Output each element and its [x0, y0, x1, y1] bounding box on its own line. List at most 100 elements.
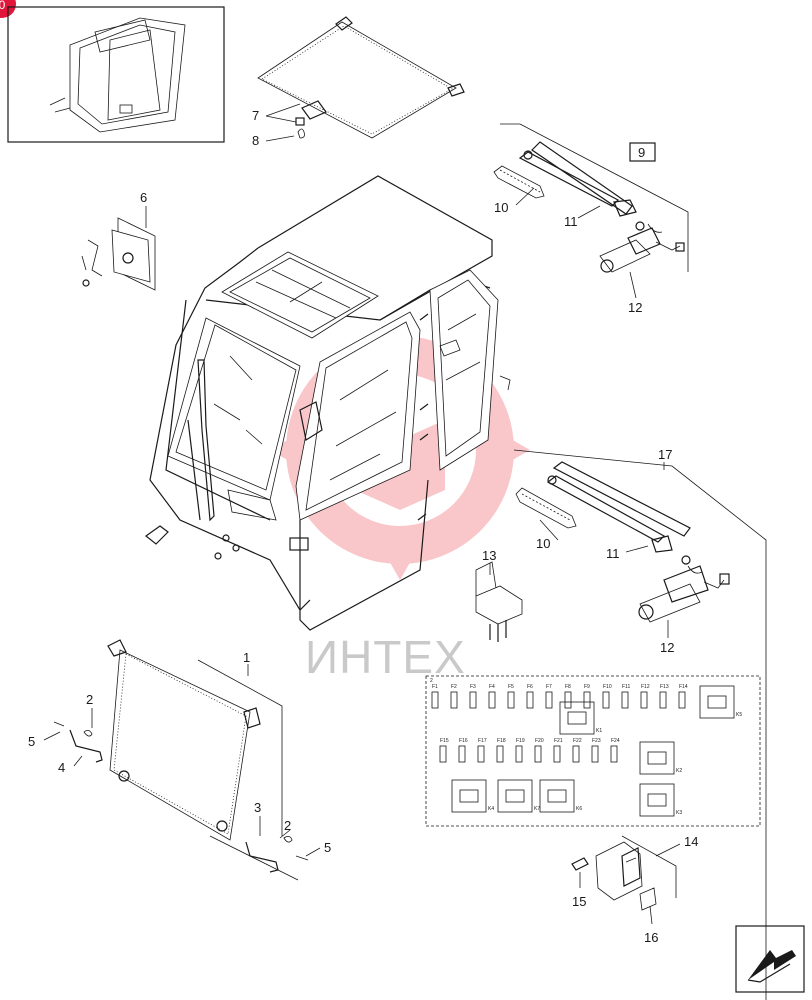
fuse-label: F9: [584, 684, 590, 690]
callout-5: 5: [324, 840, 331, 855]
fuse-body: [496, 745, 504, 763]
callout-16: 16: [644, 930, 658, 945]
fuse-body: [450, 691, 458, 709]
fuse-slot: F10: [602, 684, 612, 709]
fuse-body: [515, 745, 523, 763]
callout-14: 14: [684, 834, 698, 849]
fuse-slot: F9: [583, 684, 591, 709]
fuse-label: F15: [440, 738, 449, 744]
fuse-slot: F5: [507, 684, 515, 709]
relay-label: K1: [596, 728, 602, 734]
fuse-label: F2: [451, 684, 457, 690]
fuse-body: [610, 745, 618, 763]
fuse-body: [659, 691, 667, 709]
relay-contact: [505, 789, 525, 803]
fuse-label: F19: [516, 738, 525, 744]
relay-label: K3: [676, 810, 682, 816]
fuse-body: [583, 691, 591, 709]
relay-contact: [547, 789, 567, 803]
callout-11: 11: [564, 214, 578, 229]
relay-label: K7: [534, 806, 540, 812]
callout-12: 12: [628, 300, 642, 315]
fuse-label: F12: [641, 684, 650, 690]
fuse-slot: F19: [515, 738, 525, 763]
front-wiper-assembly: [513, 449, 767, 1000]
relay-unit: [475, 561, 523, 642]
relay-contact: [647, 793, 667, 807]
fuse-slot: F2: [450, 684, 458, 709]
relay-slot: K1: [559, 701, 602, 735]
callout-10: 10: [536, 536, 550, 551]
fuse-slot: F1: [431, 684, 439, 709]
fuse-label: F16: [459, 738, 468, 744]
relay-body: [559, 701, 595, 735]
callout-7: 7: [252, 108, 259, 123]
fuse-body: [458, 745, 466, 763]
relay-body: [539, 779, 575, 813]
fuse-slot: F4: [488, 684, 496, 709]
relay-slot: K3: [639, 783, 682, 817]
fuse-label: F24: [611, 738, 620, 744]
fuse-label: F8: [565, 684, 571, 690]
callout-17: 17: [658, 447, 672, 462]
fuse-body: [534, 745, 542, 763]
fuse-body: [488, 691, 496, 709]
relay-slot: K5: [699, 685, 742, 719]
relay-body: [451, 779, 487, 813]
fuse-body: [591, 745, 599, 763]
relay-contact: [707, 695, 727, 709]
callout-11: 11: [606, 546, 620, 561]
fuse-label: F17: [478, 738, 487, 744]
callout-10: 10: [494, 200, 508, 215]
relay-label: K5: [736, 712, 742, 718]
relay-slot: K7: [497, 779, 540, 813]
callout-5: 5: [28, 734, 35, 749]
callout-12: 12: [660, 640, 674, 655]
callout-8: 8: [252, 133, 259, 148]
relay-body: [497, 779, 533, 813]
fuse-body: [602, 691, 610, 709]
watermark-text: ИНТЕХ: [305, 631, 466, 683]
fuse-slot: F6: [526, 684, 534, 709]
fuse-body: [545, 691, 553, 709]
relay-contact: [647, 751, 667, 765]
fuse-label: F5: [508, 684, 514, 690]
next-page-arrow-icon[interactable]: [735, 925, 805, 993]
fuse-label: F14: [679, 684, 688, 690]
fuse-label: F7: [546, 684, 552, 690]
relay-label: K6: [576, 806, 582, 812]
relay-body: [639, 783, 675, 817]
callout-2: 2: [284, 818, 291, 833]
fuse-box-corner-label: 2: [430, 678, 433, 684]
callout-3: 3: [254, 800, 261, 815]
fuse-slot: F15: [439, 738, 449, 763]
fuse-label: F4: [489, 684, 495, 690]
fuse-label: F13: [660, 684, 669, 690]
relay-slot: K6: [539, 779, 582, 813]
fuse-body: [507, 691, 515, 709]
fuse-body: [678, 691, 686, 709]
fuse-label: F18: [497, 738, 506, 744]
callout-1: 1: [243, 650, 250, 665]
relay-label: K2: [676, 768, 682, 774]
sun-visor-mirror: [81, 217, 156, 291]
callout-2: 2: [86, 692, 93, 707]
fuse-label: F3: [470, 684, 476, 690]
fuse-slot: F8: [564, 684, 572, 709]
fuse-label: F6: [527, 684, 533, 690]
fuse-label: F20: [535, 738, 544, 744]
fuse-body: [477, 745, 485, 763]
fuse-slot: F21: [553, 738, 563, 763]
relay-label: K4: [488, 806, 494, 812]
relay-contact: [567, 711, 587, 725]
fuse-slot: F13: [659, 684, 669, 709]
fuse-slot: F16: [458, 738, 468, 763]
cab-frame: [145, 175, 511, 631]
relay-slot: K2: [639, 741, 682, 775]
callout-9: 9: [638, 145, 645, 160]
thumbnail-machine-overview: [7, 6, 225, 143]
fuse-label: F1: [432, 684, 438, 690]
